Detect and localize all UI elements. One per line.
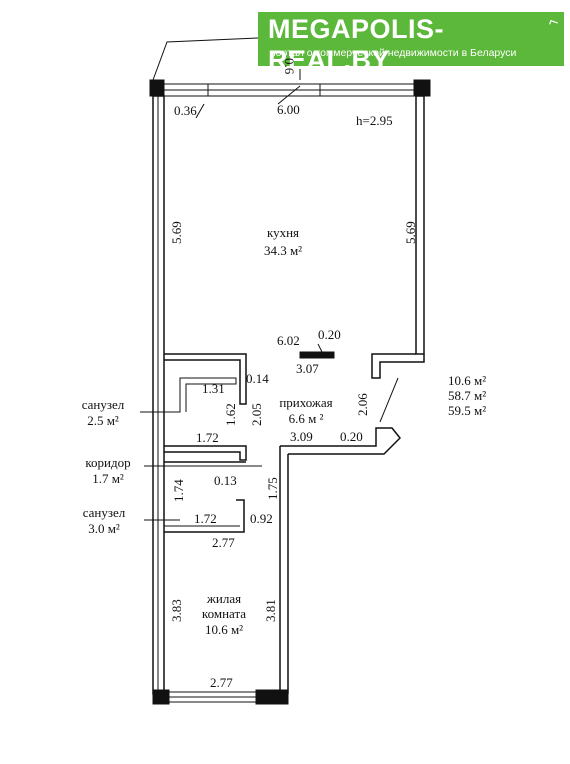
kitchen-bottom-right	[371, 353, 425, 379]
bath1-name: санузел	[81, 397, 125, 412]
site-banner[interactable]: MEGAPOLIS-REAL.BY портал о коммерческой …	[258, 12, 564, 75]
dim-0-36: 0.36	[174, 103, 197, 118]
bath2-right-wall	[164, 499, 245, 533]
dim-0-92: 0.92	[250, 511, 273, 526]
tick-036	[195, 103, 205, 119]
dim-1-72-bottom: 1.72	[194, 511, 217, 526]
top-wall-right	[413, 79, 431, 97]
kitchen-partition	[299, 351, 335, 359]
hall-name: прихожая	[279, 395, 333, 410]
brand-tagline: портал о коммерческой недвижимости в Бел…	[270, 47, 517, 59]
dim-1-31: 1.31	[202, 381, 225, 396]
living-name-line1: жилая	[206, 591, 242, 606]
dim-6-02: 6.02	[277, 333, 300, 348]
dim-1-62: 1.62	[223, 403, 238, 426]
right-outer-wall	[415, 95, 425, 355]
dim-3-81: 3.81	[263, 599, 278, 622]
ceiling-height: h=2.95	[356, 113, 393, 128]
living-name-line2: комната	[201, 606, 247, 621]
corridor-name: коридор	[85, 455, 131, 470]
top-wall-left	[149, 79, 165, 97]
bath2-name: санузел	[82, 505, 126, 520]
dim-6-00: 6.00	[277, 102, 300, 117]
dim-1-72-top: 1.72	[196, 430, 219, 445]
bath2-area: 3.0 м²	[88, 521, 120, 536]
dim-1-74: 1.74	[171, 479, 186, 502]
dim-5-69-left: 5.69	[169, 221, 184, 244]
total-area: 59.5 м²	[448, 403, 487, 418]
dim-2-77-top: 2.77	[212, 535, 235, 550]
balcony-outline	[152, 37, 259, 81]
dim-3-07: 3.07	[296, 361, 319, 376]
tick-020	[317, 343, 323, 353]
dim-1-75: 1.75	[265, 477, 280, 500]
dim-3-09: 3.09	[290, 429, 313, 444]
dim-2-06: 2.06	[355, 393, 370, 416]
dim-0-20-top: 0.20	[318, 327, 341, 342]
dim-0-14: 0.14	[246, 371, 269, 386]
dim-3-83: 3.83	[169, 599, 184, 622]
dim-0-20-hall: 0.20	[340, 429, 363, 444]
dim-2-05: 2.05	[249, 403, 264, 426]
hall-right-wall	[280, 427, 402, 455]
hall-area: 6.6 м ²	[288, 411, 324, 426]
kitchen-bottom-left	[164, 353, 247, 405]
dim-5-69-right: 5.69	[403, 221, 418, 244]
bath1-area: 2.5 м²	[87, 413, 119, 428]
hall-door-line	[379, 377, 399, 423]
brand-logo-text: MEGAPOLIS-REAL.BY	[268, 14, 445, 75]
kitchen-area: 34.3 м²	[263, 243, 303, 258]
dim-top-extension: 0.6	[282, 58, 297, 75]
corridor-top-wall	[164, 445, 247, 461]
bottom-wall-right	[255, 689, 289, 705]
bottom-wall-left	[152, 689, 170, 705]
total-useful-area: 58.7 м²	[448, 388, 487, 403]
kitchen-name: кухня	[266, 225, 300, 240]
total-living-area: 10.6 м²	[448, 373, 487, 388]
top-door-swing	[277, 85, 301, 105]
corridor-area: 1.7 м²	[92, 471, 124, 486]
dim-0-13: 0.13	[214, 473, 237, 488]
living-area: 10.6 м²	[204, 622, 244, 637]
dim-2-77-bottom: 2.77	[210, 675, 233, 690]
